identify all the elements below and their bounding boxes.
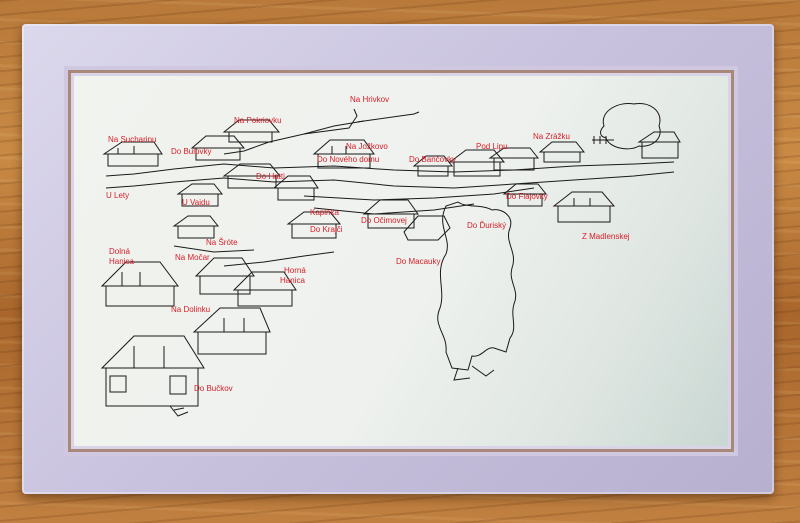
house-dolna-hanica: [100, 261, 179, 307]
street-branch: [303, 187, 535, 201]
label-kaplnka: Kaplnka: [310, 208, 339, 217]
label-u-lety: U Lety: [106, 191, 130, 200]
label-do-ocimovej: Do Očimovej: [361, 216, 407, 225]
road-na-hrivkov-3: [303, 120, 365, 135]
label-do-krajci: Do Krajči: [310, 225, 343, 234]
path-lower-left: [223, 251, 335, 267]
tree-top-right: [600, 102, 661, 150]
label-do-noveho-domu: Do Nového domu: [317, 155, 380, 164]
path-lower-left-2: [173, 245, 255, 253]
label-do-flajovky: Do Flajovky: [506, 192, 548, 201]
house-flajovky: [502, 183, 548, 207]
house-mocar: [194, 257, 255, 295]
house-top-right: [637, 131, 681, 159]
house-pod-lipu: [448, 149, 506, 177]
label-na-mocar: Na Močar: [175, 253, 210, 262]
fence-top-right: [592, 136, 614, 144]
house-hatti: [222, 163, 282, 189]
main-street-upper: [105, 161, 675, 177]
label-do-bulovky: Do Bulovky: [171, 147, 212, 156]
house-srote: [172, 215, 220, 239]
house-bulovky: [190, 135, 246, 161]
house-dolinku: [192, 307, 271, 355]
label-pod-lipu: Pod Lipu: [476, 142, 508, 151]
label-na-dolinku: Na Dolinku: [171, 305, 211, 314]
tree-trunk-center: [453, 365, 495, 381]
label-na-zrazku: Na Zrážku: [533, 132, 570, 141]
label-horna-hanica-1: Horná: [284, 266, 306, 275]
house-noveho-domu: [312, 139, 375, 169]
label-do-buckov: Do Bučkov: [194, 384, 233, 393]
picture-frame: Na Hrivkov Na Pokriovku Na Sucharinu Do …: [22, 24, 774, 494]
house-krajci: [286, 211, 342, 239]
road-na-hrivkov-2: [356, 111, 420, 123]
label-do-bancovky: Do Bančovky: [409, 155, 457, 164]
label-na-sucharinu: Na Sucharinu: [108, 135, 157, 144]
label-na-jozkovo: Na Jožkovo: [346, 142, 388, 151]
house-madlenskej: [552, 191, 616, 223]
house-pod-lipu-2: [488, 147, 540, 171]
house-horna-hanica: [232, 271, 297, 307]
main-street-lower: [105, 171, 675, 189]
label-do-hatti: Do Hatti: [256, 172, 285, 181]
house-bancovky: [412, 155, 454, 177]
house-pokriovku: [222, 119, 281, 143]
label-z-madlenskej: Z Madlenskej: [582, 232, 630, 241]
village-map: Na Hrivkov Na Pokriovku Na Sucharinu Do …: [74, 76, 728, 446]
large-tree-center: [437, 201, 517, 371]
house-kaplnka: [272, 175, 319, 201]
house-macauky: [403, 215, 451, 241]
label-do-macauky: Do Macauky: [396, 257, 441, 266]
label-do-duriskv: Do Ďuriský: [467, 221, 507, 230]
label-dolna-hanica-1: Dolná: [109, 247, 130, 256]
label-u-vajdu: U Vajdu: [182, 198, 210, 207]
village-drawing: [100, 102, 681, 417]
house-buckov: [100, 335, 205, 407]
label-horna-hanica-2: Hanica: [280, 276, 305, 285]
frame-inner-border: Na Hrivkov Na Pokriovku Na Sucharinu Do …: [68, 70, 734, 452]
label-na-pokriovku: Na Pokriovku: [234, 116, 282, 125]
street-branch-2: [313, 203, 475, 215]
house-zrazku: [538, 141, 586, 163]
label-na-hrivkov: Na Hrivkov: [350, 95, 390, 104]
label-na-srote: Na Šróte: [206, 238, 238, 247]
stairs-buckov: [169, 405, 189, 417]
label-dolna-hanica-2: Hanica: [109, 257, 134, 266]
house-vajdu: [176, 183, 224, 207]
house-sucharinu: [102, 141, 163, 167]
